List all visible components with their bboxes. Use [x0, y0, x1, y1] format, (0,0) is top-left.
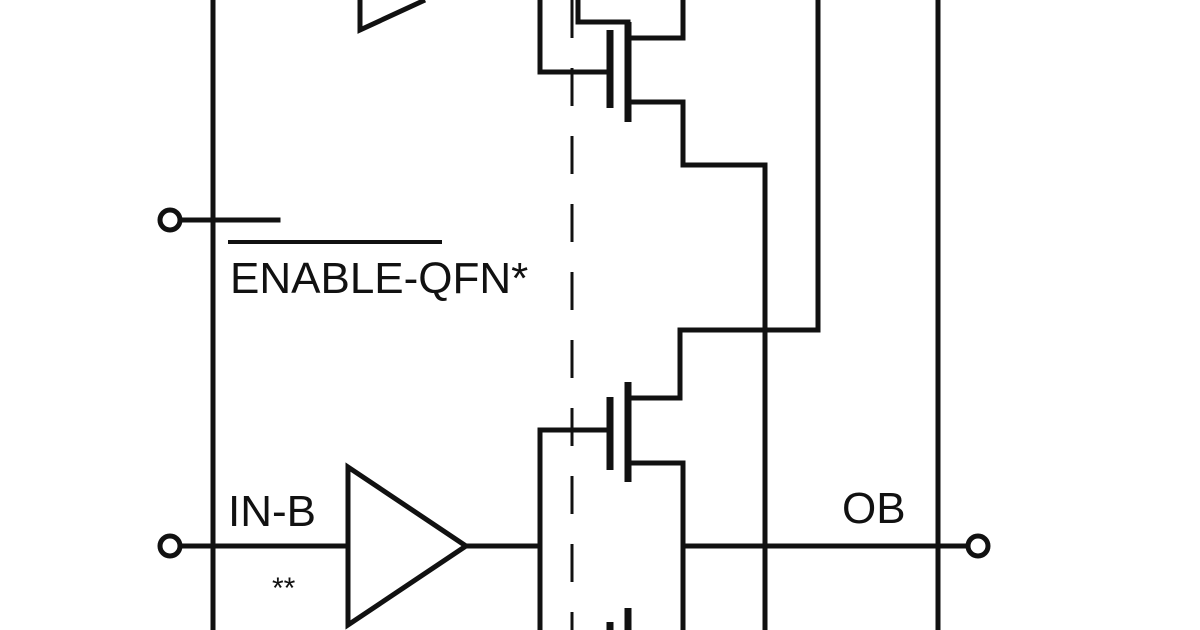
lower-transistor-gate-wire — [537, 427, 611, 630]
enable-label: ENABLE-QFN* — [230, 254, 528, 303]
top-transistor-aux — [575, 0, 631, 25]
input-b-pin-terminal — [157, 533, 183, 559]
right-rail-middle — [677, 0, 821, 398]
input-b-label: IN-B — [228, 487, 316, 536]
output-b-pin-terminal — [965, 533, 991, 559]
top-transistor — [537, 0, 768, 168]
top-transistor-gate-wire — [537, 0, 611, 75]
top-buffer-triangle — [357, 0, 427, 34]
lower-transistor-source — [625, 460, 686, 630]
top-transistor-source — [625, 99, 768, 168]
lower-transistor — [537, 382, 686, 630]
enable-input — [157, 207, 281, 233]
input-b — [157, 462, 543, 630]
input-b-note: ** — [272, 572, 296, 605]
top-transistor-drain — [625, 0, 686, 41]
bottom-transistor — [606, 608, 632, 630]
enable-pin-terminal — [157, 207, 183, 233]
input-b-buffer-triangle — [345, 462, 471, 630]
output-b-label: OB — [842, 484, 906, 533]
output-b — [680, 533, 991, 559]
